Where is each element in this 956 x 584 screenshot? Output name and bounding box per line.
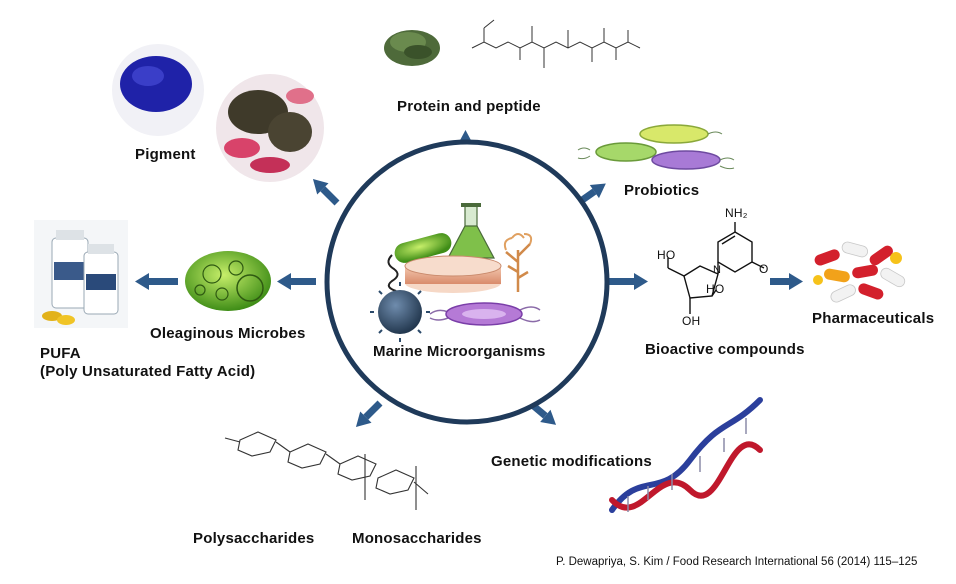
red-pigment-icon [216,74,324,182]
atom-nh2: NH₂ [725,206,748,220]
oleaginous-cells-icon [185,251,271,311]
petri-dish-icon [404,255,502,293]
polysaccharide-structure-icon [224,431,429,510]
label-probiotics: Probiotics [624,182,700,199]
arrow-oleaginous [277,273,316,290]
peptide-structure-icon [471,19,641,68]
label-pufa: PUFA [40,345,81,362]
label-oleaginous-microbes: Oleaginous Microbes [150,325,306,342]
cytidine-structure-icon [667,222,765,314]
label-protein-peptide: Protein and peptide [397,98,541,115]
probiotic-bacteria-icon [577,124,735,170]
label-pharmaceuticals: Pharmaceuticals [812,310,935,327]
label-pufa-full: (Poly Unsaturated Fatty Acid) [40,363,256,380]
arrow-pufa [135,273,178,290]
label-monosaccharides: Monosaccharides [352,530,482,547]
flask-icon [447,203,495,259]
atom-oh: OH [682,314,701,328]
dna-helix-icon [609,397,763,513]
green-powder-icon [384,30,440,66]
label-pigment: Pigment [135,146,196,163]
fungus-icon [503,233,533,292]
label-polysaccharides: Polysaccharides [193,530,315,547]
atom-n: N [713,264,722,276]
pufa-bottles-icon [34,220,128,328]
purple-bacterium-icon [429,302,541,326]
atom-ho: HO [657,248,676,262]
pills-icon [813,241,906,303]
atom-o-ring: O [759,262,769,276]
label-bioactive-compounds: Bioactive compounds [645,341,805,358]
arrow-pigment [312,178,340,206]
virus-icon [370,282,430,342]
blue-pigment-icon [112,44,204,136]
arrow-pharmaceuticals [770,273,803,290]
label-marine-microorganisms: Marine Microorganisms [373,343,546,360]
atom-ho-2: HO [706,282,725,296]
arrow-bioactive [607,273,648,290]
citation: P. Dewapriya, S. Kim / Food Research Int… [556,556,918,568]
label-genetic-modifications: Genetic modifications [491,453,652,470]
arrow-polysaccharides [355,400,383,428]
green-bacterium-icon [387,233,452,292]
